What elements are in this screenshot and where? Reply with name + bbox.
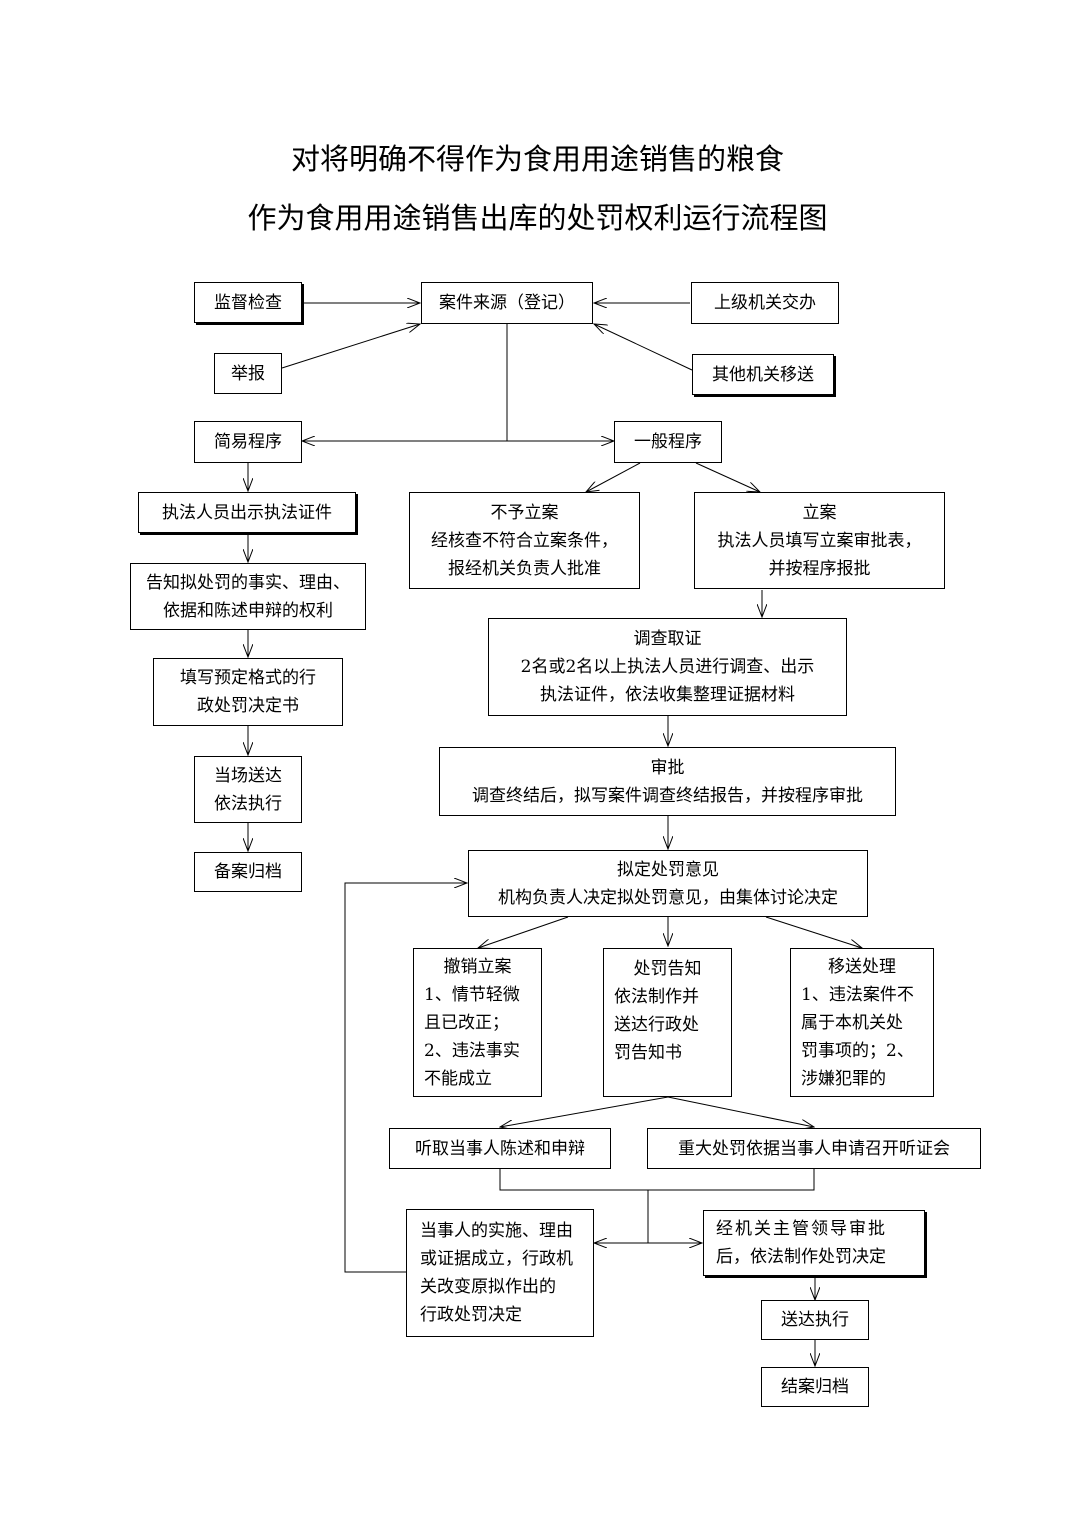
decision-box: 经机关主管领导审批 后，依法制作处罚决定	[703, 1210, 925, 1276]
notice-line-1: 依法制作并	[614, 987, 699, 1007]
transfer-out-line-3: 罚事项的；2、	[801, 1040, 914, 1061]
approve-box: 审批 调查终结后，拟写案件调查终结报告，并按程序审批	[439, 747, 896, 816]
fill-form-box: 填写预定格式的行 政处罚决定书	[153, 658, 343, 726]
transfer-out-box: 移送处理 1、违法案件不 属于本机关处 罚事项的；2、 涉嫌犯罪的	[790, 948, 934, 1097]
fill-form-line-1: 填写预定格式的行	[180, 668, 316, 688]
superior-label: 上级机关交办	[714, 293, 816, 313]
simple-archive-label: 备案归档	[214, 862, 282, 882]
investigate-box: 调查取证 2名或2名以上执法人员进行调查、出示 执法证件，依法收集整理证据材料	[488, 618, 847, 716]
change-line-4: 行政处罚决定	[420, 1305, 522, 1325]
change-decision-box: 当事人的实施、理由 或证据成立，行政机 关改变原拟作出的 行政处罚决定	[406, 1209, 594, 1337]
notice-title: 处罚告知	[633, 959, 702, 979]
change-line-3: 关改变原拟作出的	[420, 1277, 556, 1297]
no-case-line-1: 经核查不符合立案条件，	[431, 530, 618, 551]
transfer-out-line-2: 属于本机关处	[801, 1012, 903, 1033]
inspection-box: 监督检查	[194, 282, 302, 323]
page-title-line-2: 作为食用用途销售出库的处罚权利运行流程图	[247, 201, 828, 235]
no-case-line-2: 报经机关负责人批准	[448, 558, 601, 579]
no-case-title: 不予立案	[490, 502, 559, 523]
deliver-execute-label: 送达执行	[781, 1310, 849, 1330]
opinion-box: 拟定处罚意见 机构负责人决定拟处罚意见，由集体讨论决定	[468, 850, 868, 917]
case-source-label: 案件来源（登记）	[439, 293, 575, 313]
revoke-line-3: 2、违法事实	[424, 1040, 520, 1061]
opinion-title: 拟定处罚意见	[617, 859, 719, 880]
notify-line-2: 依据和陈述申辩的权利	[163, 600, 333, 621]
show-id-box: 执法人员出示执法证件	[138, 492, 356, 533]
file-case-line-2: 并按程序报批	[768, 558, 871, 579]
revoke-line-4: 不能成立	[424, 1068, 492, 1089]
investigate-line-2: 执法证件，依法收集整理证据材料	[540, 685, 795, 705]
approve-title: 审批	[650, 757, 685, 778]
no-case-box: 不予立案 经核查不符合立案条件， 报经机关负责人批准	[409, 492, 640, 589]
change-line-2: 或证据成立，行政机	[420, 1249, 573, 1269]
arrow-notice-to-major	[667, 1096, 814, 1127]
notify-line-1: 告知拟处罚的事实、理由、	[146, 572, 350, 593]
general-procedure-box: 一般程序	[614, 421, 722, 463]
superior-box: 上级机关交办	[691, 282, 839, 324]
penalty-notice-box: 处罚告知 依法制作并 送达行政处 罚告知书	[603, 948, 732, 1097]
report-box: 举报	[214, 353, 282, 394]
transfer-out-line-4: 涉嫌犯罪的	[801, 1068, 886, 1089]
arrow-opinion-to-revoke	[478, 916, 569, 948]
investigate-title: 调查取证	[633, 629, 702, 649]
notify-rights-box: 告知拟处罚的事实、理由、 依据和陈述申辩的权利	[130, 563, 366, 630]
arrow-opinion-to-transfer	[765, 916, 862, 948]
transfer-out-title: 移送处理	[828, 956, 896, 977]
line-hearings-merge	[499, 1169, 815, 1191]
hearing-statement-box: 听取当事人陈述和申辩	[389, 1128, 611, 1169]
opinion-line-1: 机构负责人决定拟处罚意见，由集体讨论决定	[498, 887, 838, 908]
revoke-case-box: 撤销立案 1、情节轻微 且已改正； 2、违法事实 不能成立	[413, 948, 542, 1097]
page-title-line-1: 对将明确不得作为食用用途销售的粮食	[290, 142, 784, 176]
arrow-general-to-nocase	[586, 462, 641, 492]
case-source-box: 案件来源（登记）	[421, 282, 593, 324]
decision-line-1: 经机关主管领导审批	[716, 1219, 887, 1239]
fill-form-line-2: 政处罚决定书	[197, 696, 299, 716]
arrow-transfer-to-source	[594, 324, 693, 371]
decision-line-2: 后，依法制作处罚决定	[716, 1247, 886, 1267]
transfer-out-line-1: 1、违法案件不	[801, 984, 914, 1005]
onsite-deliver-box: 当场送达 依法执行	[194, 756, 302, 823]
notice-line-2: 送达行政处	[614, 1015, 699, 1035]
show-id-label: 执法人员出示执法证件	[162, 502, 332, 523]
arrow-change-feedback	[344, 883, 467, 1273]
file-case-title: 立案	[802, 502, 837, 523]
file-case-line-1: 执法人员填写立案审批表，	[717, 530, 922, 551]
investigate-line-1: 2名或2名以上执法人员进行调查、出示	[520, 657, 815, 677]
close-archive-label: 结案归档	[781, 1377, 849, 1397]
inspection-label: 监督检查	[214, 292, 282, 313]
deliver-execute-box: 送达执行	[761, 1300, 869, 1340]
notice-line-3: 罚告知书	[614, 1043, 682, 1063]
revoke-line-2: 且已改正；	[424, 1012, 509, 1033]
hearing-statement-label: 听取当事人陈述和申辩	[415, 1138, 585, 1159]
hearing-major-label: 重大处罚依据当事人申请召开听证会	[678, 1138, 950, 1159]
file-case-box: 立案 执法人员填写立案审批表， 并按程序报批	[694, 492, 945, 589]
arrow-general-to-filecase	[695, 462, 760, 492]
simple-procedure-box: 简易程序	[194, 421, 302, 463]
transfer-in-label: 其他机关移送	[712, 364, 814, 385]
hearing-major-box: 重大处罚依据当事人申请召开听证会	[647, 1128, 981, 1169]
close-archive-box: 结案归档	[761, 1367, 869, 1407]
general-procedure-label: 一般程序	[634, 432, 702, 452]
arrow-notice-to-statement	[500, 1096, 669, 1127]
revoke-line-1: 1、情节轻微	[424, 984, 520, 1005]
simple-procedure-label: 简易程序	[214, 432, 282, 452]
revoke-title: 撤销立案	[443, 956, 512, 977]
transfer-in-box: 其他机关移送	[692, 354, 834, 395]
simple-archive-box: 备案归档	[194, 852, 302, 892]
onsite-deliver-line-2: 依法执行	[214, 793, 282, 814]
arrow-report-to-source	[281, 324, 420, 369]
report-label: 举报	[231, 363, 265, 384]
onsite-deliver-line-1: 当场送达	[214, 765, 282, 786]
change-line-1: 当事人的实施、理由	[420, 1221, 573, 1241]
approve-line-1: 调查终结后，拟写案件调查终结报告，并按程序审批	[472, 785, 863, 806]
